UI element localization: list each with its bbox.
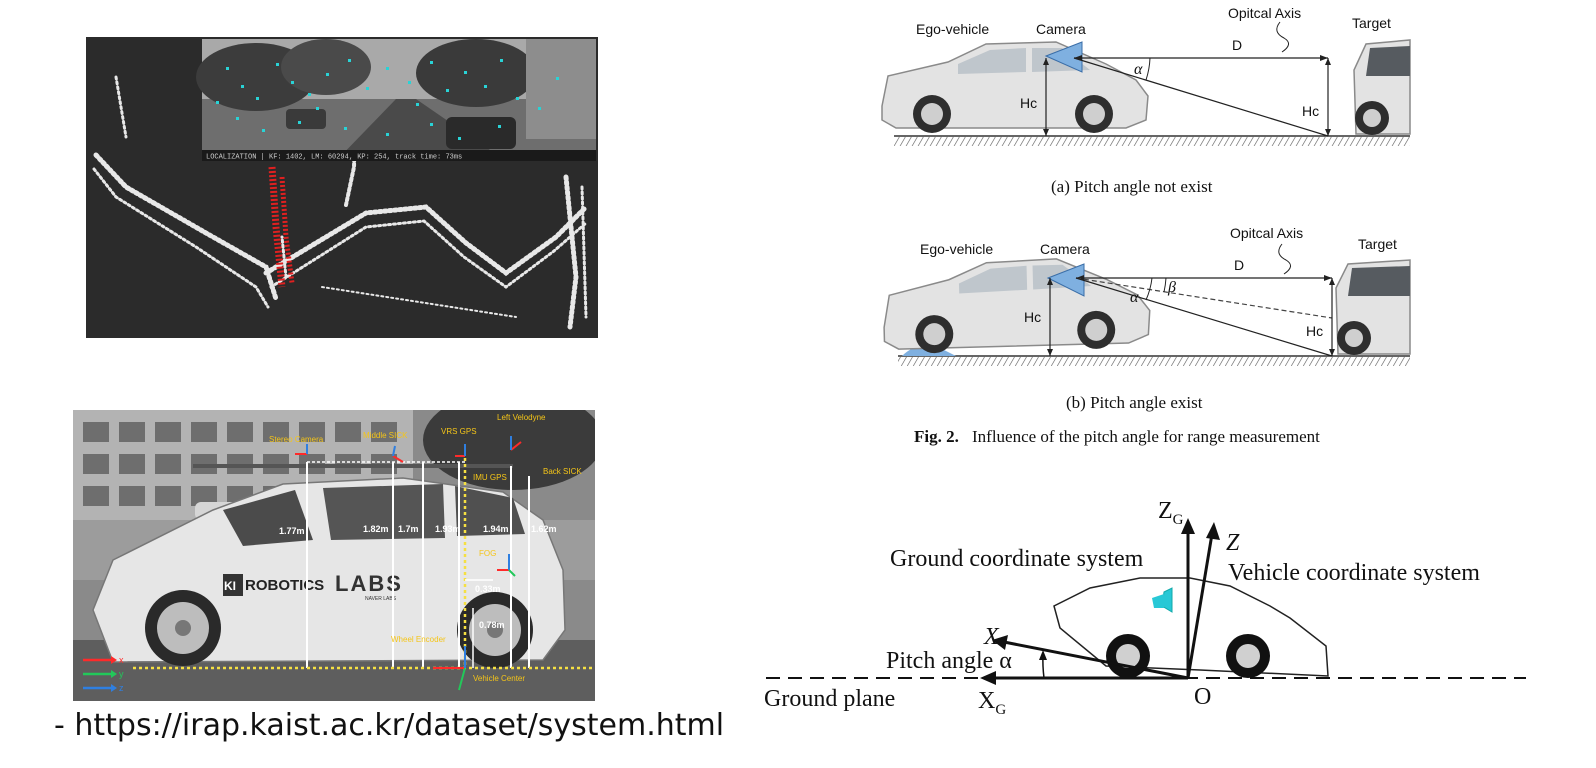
height-vrs: 1.7m	[398, 524, 419, 534]
trajectory	[268, 166, 295, 288]
beta-label-b: β	[1167, 279, 1176, 296]
ego-vehicle-drawing-b	[883, 258, 1151, 354]
target-label-b: Target	[1358, 236, 1397, 252]
ground-cs-label: Ground coordinate system	[890, 546, 1144, 572]
vehicle-sensor-panel: KI ROBOTICS LABS NAVER LABS 1.77m 1.82m …	[73, 410, 595, 701]
alpha-label: α	[1134, 61, 1143, 78]
label-stereo-camera: Stereo Camera	[269, 435, 324, 444]
ground-plane-label: Ground plane	[764, 686, 895, 712]
caption-a: (a) Pitch angle not exist	[1051, 177, 1213, 196]
optical-axis-label-b: Opitcal Axis	[1230, 225, 1303, 241]
label-vehicle-center: Vehicle Center	[473, 674, 525, 683]
caption-b: (b) Pitch angle exist	[1066, 393, 1203, 412]
figure-a: Ego-vehicle Camera Opitcal Axis Target D…	[881, 5, 1411, 196]
ego-vehicle-label-b: Ego-vehicle	[920, 241, 993, 257]
height-right-label-b: Hc	[1306, 323, 1323, 339]
figure-b: Ego-vehicle Camera Opitcal Axis Target D…	[883, 225, 1411, 446]
pitch-angle-label: Pitch angle α	[886, 648, 1012, 674]
camera-label: Camera	[1036, 21, 1086, 37]
height-lines	[306, 462, 530, 668]
label-imu-gps: IMU GPS	[473, 473, 507, 482]
label-middle-sick: Middle SICK	[363, 431, 408, 440]
fig-caption-text: Influence of the pitch angle for range m…	[972, 427, 1320, 446]
axis-legend: x y z	[83, 655, 124, 693]
height-left-label: Hc	[1020, 95, 1037, 111]
coordinate-diagram: ZG Z Ground coordinate system Vehicle co…	[764, 498, 1526, 718]
offset-x-label: 0.33m	[475, 584, 501, 594]
height-imu: 1.93m	[435, 524, 461, 534]
robotics-logo: ROBOTICS	[245, 577, 324, 594]
feature-points	[216, 59, 559, 140]
origin-label: O	[1194, 684, 1211, 710]
xg-axis-label: XG	[978, 688, 1006, 718]
optical-axis-label: Opitcal Axis	[1228, 5, 1301, 21]
vehicle-cs-label: Vehicle coordinate system	[1228, 560, 1480, 586]
label-vrs-gps: VRS GPS	[441, 427, 477, 436]
label-back-sick: Back SICK	[543, 467, 582, 476]
height-back-sick: 1.62m	[531, 524, 557, 534]
fig-label: Fig. 2.	[914, 427, 959, 446]
camera-frame-inset: LOCALIZATION | KF: 1402, LM: 60294, KP: …	[196, 39, 596, 162]
source-url: - https://irap.kaist.ac.kr/dataset/syste…	[54, 708, 725, 743]
label-fog: FOG	[479, 549, 496, 558]
hud-status-text: LOCALIZATION | KF: 1402, LM: 60294, KP: …	[206, 154, 462, 162]
target-vehicle-drawing-b	[1335, 259, 1411, 355]
alpha-label-b: α	[1130, 289, 1139, 306]
ego-vehicle-drawing	[881, 41, 1149, 133]
target-label: Target	[1352, 15, 1391, 31]
slam-map-panel: LOCALIZATION | KF: 1402, LM: 60294, KP: …	[86, 37, 598, 338]
label-left-velodyne: Left Velodyne	[497, 413, 546, 422]
distance-label: D	[1232, 37, 1242, 53]
ego-vehicle-label: Ego-vehicle	[916, 21, 989, 37]
offset-z-label: 0.78m	[479, 620, 505, 630]
height-middle-sick: 1.82m	[363, 524, 389, 534]
target-vehicle-drawing	[1353, 39, 1411, 135]
zg-axis-label: ZG	[1158, 498, 1184, 528]
point-cloud	[92, 75, 589, 330]
tilted-vehicle-outline	[1053, 577, 1329, 678]
legend-z: z	[119, 683, 124, 693]
labs-logo-sub: NAVER LABS	[365, 596, 397, 602]
camera-label-b: Camera	[1040, 241, 1090, 257]
height-velodyne: 1.94m	[483, 524, 509, 534]
height-right-label: Hc	[1302, 103, 1319, 119]
x-axis-label: X	[983, 624, 1000, 650]
vehicle-body	[92, 464, 566, 668]
height-stereo: 1.77m	[279, 526, 305, 536]
label-wheel-encoder: Wheel Encoder	[391, 635, 446, 644]
kaist-logo	[223, 574, 243, 596]
kaist-logo-text: KI	[224, 579, 236, 593]
z-axis-label: Z	[1226, 530, 1240, 556]
distance-label-b: D	[1234, 257, 1244, 273]
legend-x: x	[119, 655, 124, 665]
height-left-label-b: Hc	[1024, 309, 1041, 325]
legend-y: y	[119, 669, 124, 679]
labs-logo-mark: LABS	[335, 571, 403, 596]
